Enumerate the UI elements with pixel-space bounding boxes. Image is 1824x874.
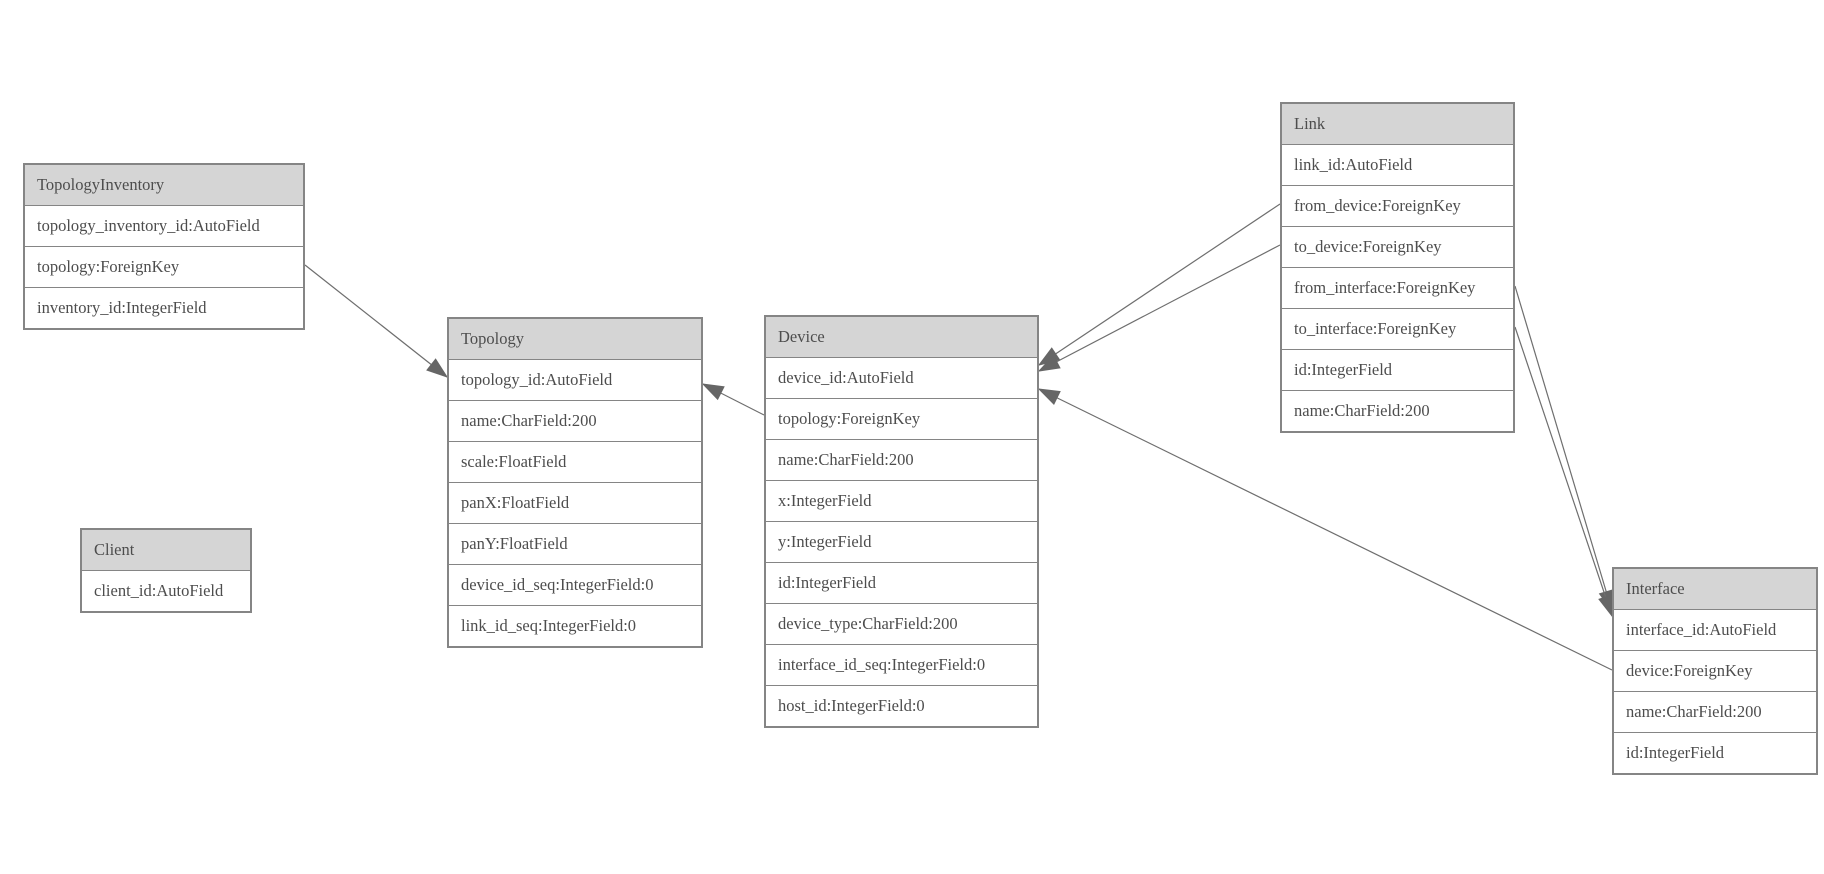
- field-row: to_device:ForeignKey: [1282, 227, 1513, 268]
- table-header: Device: [766, 317, 1037, 358]
- field-row: inventory_id:IntegerField: [25, 288, 303, 328]
- field-row: name:CharField:200: [766, 440, 1037, 481]
- field-row: device_id_seq:IntegerField:0: [449, 565, 701, 606]
- field-row: to_interface:ForeignKey: [1282, 309, 1513, 350]
- field-row: host_id:IntegerField:0: [766, 686, 1037, 726]
- field-row: y:IntegerField: [766, 522, 1037, 563]
- edge-topologyinventory-topology-to-topology: [304, 264, 447, 377]
- field-row: name:CharField:200: [1282, 391, 1513, 431]
- edge-interface-device-to-device: [1039, 389, 1613, 671]
- field-row: device_id:AutoField: [766, 358, 1037, 399]
- table-header: TopologyInventory: [25, 165, 303, 206]
- field-row: panY:FloatField: [449, 524, 701, 565]
- edge-link-from-device-to-device: [1039, 203, 1281, 365]
- field-row: x:IntegerField: [766, 481, 1037, 522]
- field-row: device_type:CharField:200: [766, 604, 1037, 645]
- edge-link-from-interface-to-interface: [1514, 285, 1612, 611]
- field-row: client_id:AutoField: [82, 571, 250, 611]
- field-row: topology_id:AutoField: [449, 360, 701, 401]
- field-row: topology:ForeignKey: [766, 399, 1037, 440]
- field-row: link_id:AutoField: [1282, 145, 1513, 186]
- field-row: interface_id:AutoField: [1614, 610, 1816, 651]
- edge-link-to-device-to-device: [1039, 244, 1281, 371]
- field-row: device:ForeignKey: [1614, 651, 1816, 692]
- table-header: Link: [1282, 104, 1513, 145]
- table-header: Topology: [449, 319, 701, 360]
- edge-device-topology-to-topology: [703, 384, 765, 416]
- table-header: Interface: [1614, 569, 1816, 610]
- field-row: scale:FloatField: [449, 442, 701, 483]
- field-row: id:IntegerField: [1282, 350, 1513, 391]
- field-row: from_interface:ForeignKey: [1282, 268, 1513, 309]
- field-row: from_device:ForeignKey: [1282, 186, 1513, 227]
- field-row: name:CharField:200: [1614, 692, 1816, 733]
- edge-link-to-interface-to-interface: [1514, 326, 1612, 616]
- field-row: panX:FloatField: [449, 483, 701, 524]
- field-row: topology_inventory_id:AutoField: [25, 206, 303, 247]
- field-row: id:IntegerField: [766, 563, 1037, 604]
- field-row: name:CharField:200: [449, 401, 701, 442]
- field-row: id:IntegerField: [1614, 733, 1816, 773]
- table-header: Client: [82, 530, 250, 571]
- field-row: link_id_seq:IntegerField:0: [449, 606, 701, 646]
- field-row: topology:ForeignKey: [25, 247, 303, 288]
- field-row: interface_id_seq:IntegerField:0: [766, 645, 1037, 686]
